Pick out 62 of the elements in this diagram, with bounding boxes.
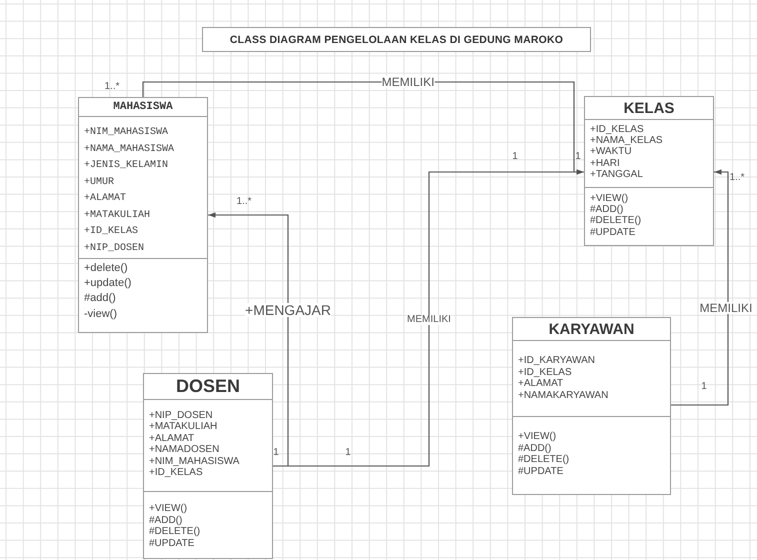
method-text: #ADD() bbox=[518, 442, 552, 454]
class-box bbox=[512, 317, 671, 495]
attribute-text: +ID_KELAS bbox=[518, 366, 572, 378]
class-name: MAHASISWA bbox=[113, 101, 173, 113]
multiplicity-label: 1 bbox=[345, 448, 351, 458]
edge-label: +MENGAJAR bbox=[245, 303, 331, 318]
class-box bbox=[584, 96, 714, 246]
method-text: #DELETE() bbox=[518, 454, 570, 466]
multiplicity-label: 1 bbox=[512, 152, 518, 162]
class-box bbox=[78, 97, 208, 333]
multiplicity-label: 1..* bbox=[730, 173, 744, 183]
association-arrow bbox=[208, 212, 289, 467]
method-text: #UPDATE bbox=[518, 466, 564, 477]
multiplicity-label: 1 bbox=[273, 448, 279, 458]
method-text: #UPDATE bbox=[149, 538, 194, 550]
method-text: +delete() bbox=[84, 261, 128, 276]
attribute-text: +ID_KELAS bbox=[149, 467, 203, 478]
multiplicity-label: 1 bbox=[701, 382, 707, 392]
attribute-text: +NIM_MAHASISWA bbox=[84, 126, 168, 140]
edge-label: MEMILIKI bbox=[407, 315, 451, 326]
method-text: #DELETE() bbox=[149, 526, 200, 538]
diagram-title: CLASS DIAGRAM PENGELOLAAN KELAS DI GEDUNG MAROKO bbox=[230, 34, 564, 46]
method-text: #UPDATE bbox=[590, 226, 636, 238]
edge-label: MEMILIKI bbox=[700, 302, 752, 314]
method-text: #add() bbox=[84, 291, 116, 306]
attribute-text: +ID_KARYAWAN bbox=[518, 355, 595, 366]
attribute-text: +ALAMAT bbox=[84, 192, 126, 206]
method-text: +VIEW() bbox=[590, 193, 628, 204]
attribute-text: +TANGGAL bbox=[590, 168, 643, 180]
attribute-text: +ALAMAT bbox=[149, 432, 194, 444]
multiplicity-label: 1..* bbox=[104, 82, 120, 92]
edge-label: MEMILIKI bbox=[382, 76, 434, 88]
attribute-text: +NIP_DOSEN bbox=[84, 242, 144, 256]
association-arrow bbox=[671, 169, 729, 406]
class-name: DOSEN bbox=[176, 376, 240, 397]
class-box bbox=[143, 373, 273, 559]
method-text: #DELETE() bbox=[590, 215, 642, 227]
attribute-text: +NIP_DOSEN bbox=[149, 410, 213, 422]
class-name: KARYAWAN bbox=[548, 320, 634, 338]
method-text: #ADD() bbox=[149, 514, 182, 526]
method-text: +VIEW() bbox=[149, 503, 188, 515]
attribute-text: +UMUR bbox=[84, 176, 114, 190]
attribute-text: +ID_KELAS bbox=[590, 124, 644, 136]
attribute-text: +MATAKULIAH bbox=[84, 208, 150, 222]
class-name: KELAS bbox=[624, 100, 674, 116]
attribute-text: +NAMADOSEN bbox=[149, 444, 220, 456]
attribute-text: +MATAKULIAH bbox=[149, 421, 218, 433]
attribute-text: +NAMA_KELAS bbox=[590, 135, 663, 146]
method-text: -view() bbox=[84, 306, 117, 322]
attribute-text: +NAMA_MAHASISWA bbox=[84, 142, 174, 156]
multiplicity-label: 1 bbox=[575, 152, 581, 162]
method-text: #ADD() bbox=[590, 204, 624, 216]
attribute-text: +HARI bbox=[590, 158, 620, 169]
attribute-text: +JENIS_KELAMIN bbox=[84, 159, 168, 173]
attribute-text: +ID_KELAS bbox=[84, 225, 138, 239]
attribute-text: +NAMAKARYAWAN bbox=[518, 390, 608, 401]
attribute-text: +NIM_MAHASISWA bbox=[149, 456, 240, 468]
attribute-text: +WAKTU bbox=[590, 146, 632, 158]
multiplicity-label: 1..* bbox=[236, 197, 252, 207]
attribute-text: +ALAMAT bbox=[518, 378, 564, 390]
method-text: +VIEW() bbox=[518, 431, 556, 442]
method-text: +update() bbox=[84, 276, 132, 292]
